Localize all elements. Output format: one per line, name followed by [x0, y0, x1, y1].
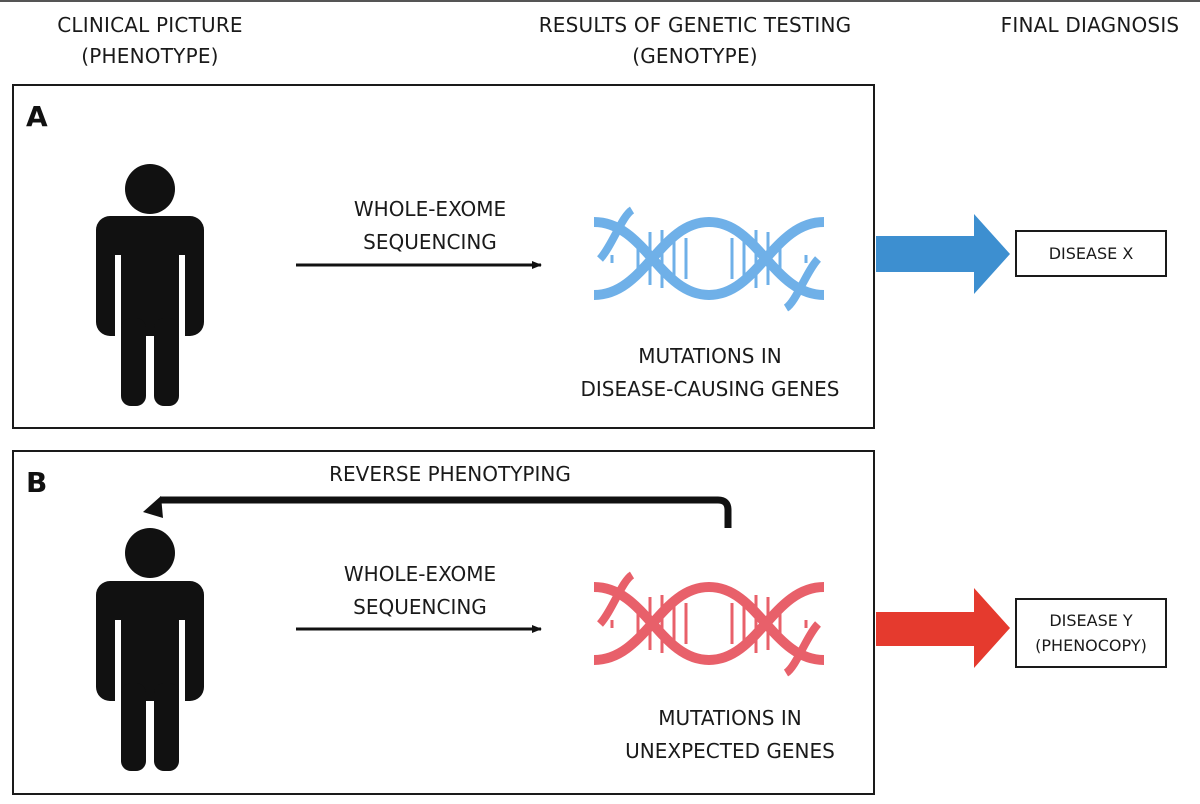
panel-b-result-label: MUTATIONS IN UNEXPECTED GENES — [580, 702, 880, 768]
top-rule — [0, 0, 1200, 2]
diagnosis-arrow-a — [876, 214, 1010, 294]
diagnosis-box-b: DISEASE Y (PHENOCOPY) — [1015, 598, 1167, 668]
diagnosis-b-line-1: DISEASE Y — [1049, 611, 1133, 630]
dna-a-icon — [593, 206, 825, 312]
diagnosis-b-line-2: (PHENOCOPY) — [1035, 636, 1147, 655]
header-phenotype-line-1: CLINICAL PICTURE — [57, 13, 243, 37]
diagnosis-arrow-b — [876, 588, 1010, 668]
diagnosis-a-line-1: DISEASE X — [1048, 244, 1134, 263]
panel-a-result-label: MUTATIONS IN DISEASE-CAUSING GENES — [555, 340, 865, 406]
panel-a-method-line-2: SEQUENCING — [363, 230, 497, 254]
header-phenotype-line-2: (PHENOTYPE) — [81, 44, 219, 68]
reverse-phenotyping-label: REVERSE PHENOTYPING — [329, 462, 571, 486]
panel-b-result-line-2: UNEXPECTED GENES — [625, 739, 835, 763]
panel-a-result-line-2: DISEASE-CAUSING GENES — [580, 377, 840, 401]
panel-a-method-line-1: WHOLE-EXOME — [353, 197, 507, 221]
header-diagnosis-line-1: FINAL DIAGNOSIS — [1000, 13, 1180, 37]
panel-b-method-line-2: SEQUENCING — [353, 595, 487, 619]
panel-b-letter: B — [26, 466, 48, 499]
header-phenotype: CLINICAL PICTURE (PHENOTYPE) — [30, 10, 270, 72]
person-b-icon — [96, 528, 204, 771]
panel-b-method-label: WHOLE-EXOME SEQUENCING — [315, 558, 525, 624]
panel-b-method-line-1: WHOLE-EXOME — [343, 562, 497, 586]
dna-b-icon — [593, 571, 825, 677]
panel-a-result-line-1: MUTATIONS IN — [638, 344, 782, 368]
header-diagnosis: FINAL DIAGNOSIS — [985, 10, 1195, 41]
header-genotype-line-1: RESULTS OF GENETIC TESTING — [538, 13, 852, 37]
person-a-icon — [96, 164, 204, 406]
reverse-phenotyping-arrow — [143, 496, 732, 528]
header-genotype-line-2: (GENOTYPE) — [632, 44, 758, 68]
panel-a-letter: A — [26, 100, 48, 133]
panel-b-result-line-1: MUTATIONS IN — [658, 706, 802, 730]
panel-a-method-label: WHOLE-EXOME SEQUENCING — [325, 193, 535, 259]
diagnosis-box-a: DISEASE X — [1015, 230, 1167, 277]
header-genotype: RESULTS OF GENETIC TESTING (GENOTYPE) — [520, 10, 870, 72]
